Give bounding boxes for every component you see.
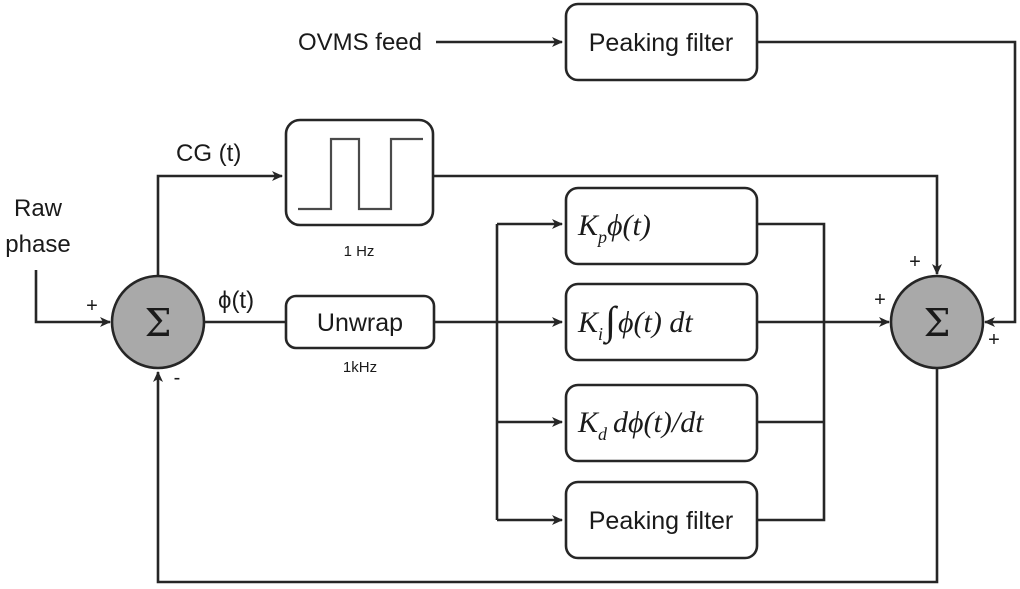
square-wave-block <box>284 118 435 227</box>
square-wave-icon <box>298 137 423 211</box>
square-wave-rate-label: 1 Hz <box>344 243 375 260</box>
peaking-filter-bottom-block: Peaking filter <box>564 480 759 560</box>
peaking-top-to-sum-wire <box>757 40 1017 327</box>
unwrap-label: Unwrap <box>317 309 403 337</box>
phi-signal-label: ϕ(t) <box>218 287 254 314</box>
left-summing-junction: Σ <box>110 274 206 370</box>
ki-k: K <box>577 306 600 339</box>
kp-expression: ϕ(t) <box>607 209 651 242</box>
peaking-filter-top-label: Peaking filter <box>589 29 734 57</box>
cg-signal-label: CG (t) <box>176 140 241 167</box>
right-sum-plus-left-sign: + <box>874 289 886 311</box>
raw-phase-label-line2: phase <box>5 231 70 258</box>
proportional-gain-block: Kpϕ(t) <box>564 186 759 266</box>
kd-k: K <box>577 406 600 439</box>
feedback-wire <box>153 368 939 584</box>
ki-expression: ϕ(t) dt <box>618 306 693 339</box>
kd-subscript: d <box>598 424 608 444</box>
right-sum-plus-top-sign: + <box>909 251 921 273</box>
peaking-filter-bottom-label: Peaking filter <box>589 507 734 535</box>
peaking-filter-top-block: Peaking filter <box>564 2 759 82</box>
collector-bus-wire <box>757 222 826 522</box>
left-sum-plus-sign: + <box>86 295 98 317</box>
ki-subscript: i <box>598 324 603 344</box>
right-summing-junction: Σ <box>889 274 985 370</box>
kp-k: K <box>577 209 600 242</box>
raw-phase-wire <box>34 270 111 327</box>
svg-text:Ki∫ϕ(t) dt: Ki∫ϕ(t) dt <box>577 298 693 345</box>
kp-subscript: p <box>596 227 607 247</box>
unwrap-rate-label: 1kHz <box>343 359 377 376</box>
unwrap-block: Unwrap <box>284 294 436 350</box>
right-sum-plus-right-sign: + <box>988 329 1000 351</box>
ovms-feed-label: OVMS feed <box>298 29 422 56</box>
ki-integral-sign: ∫ <box>602 298 619 345</box>
kd-expression: dϕ(t)/dt <box>613 406 704 439</box>
left-sum-symbol: Σ <box>145 301 172 345</box>
square-to-sum-wire <box>433 174 942 275</box>
cg-branch-wire <box>156 171 283 291</box>
svg-text:Kpϕ(t): Kpϕ(t) <box>577 209 651 247</box>
integral-gain-block: Ki∫ϕ(t) dt <box>564 282 759 362</box>
right-sum-symbol: Σ <box>924 301 951 345</box>
left-sum-minus-sign: - <box>174 367 181 389</box>
raw-phase-label-line1: Raw <box>14 195 63 222</box>
